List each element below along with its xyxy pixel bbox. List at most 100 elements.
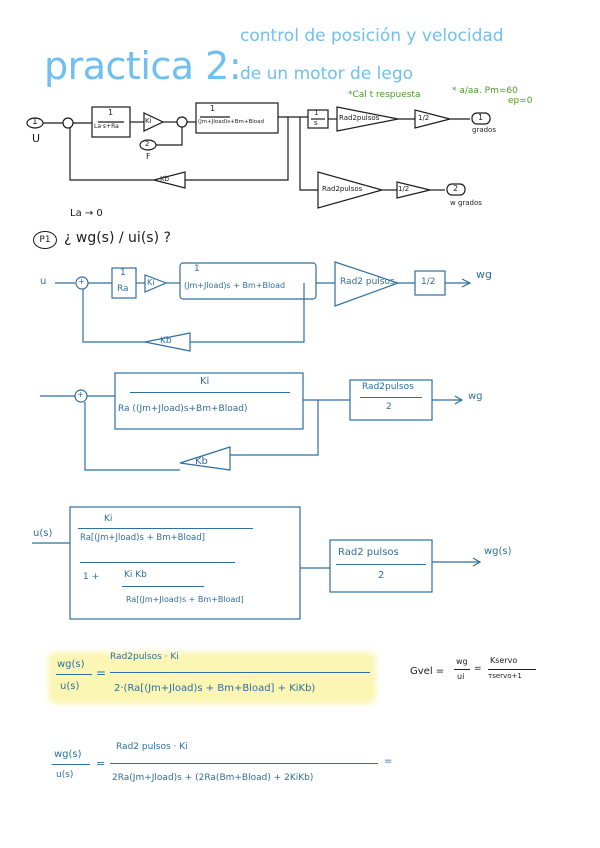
rad2pulsos-upper-label: Rad2pulsos	[339, 114, 380, 122]
d2-kb-label: Kb	[160, 336, 172, 346]
ki-gain-shape	[143, 112, 165, 132]
integrator-denominator: s	[314, 119, 318, 127]
gvel-frac1-bar	[454, 669, 470, 670]
half-gain-upper-label: 1/2	[418, 114, 430, 122]
output-label-grados: grados	[472, 126, 496, 134]
gvel-lhs: Gvel =	[410, 666, 445, 677]
eq2-lhs-bar	[52, 764, 90, 765]
d2-block-1-numerator: 1	[120, 268, 126, 278]
d4-top-denominator: Ra[(Jm+Jload)s + Bm+Bload]	[80, 533, 205, 543]
eq2-lhs-numerator: wg(s)	[54, 749, 82, 760]
input-port-1-number: 1	[32, 117, 38, 127]
d3-rad-fraction-bar	[360, 397, 422, 398]
output-port-1-number: 1	[478, 113, 484, 122]
gvel-frac2-bar	[488, 669, 536, 670]
d2-block-1-denominator: Ra	[117, 284, 129, 294]
d3-block-denominator: Ra ((Jm+Jload)s+Bm+Bload)	[118, 404, 248, 414]
d4-rad-denominator: 2	[378, 570, 385, 581]
d4-output-wgs: wg(s)	[484, 546, 512, 557]
d3-rad-denominator: 2	[386, 402, 392, 412]
gvel-frac1-numerator: wg	[456, 657, 468, 666]
output-port-2-shape	[446, 183, 466, 196]
gvel-frac2-numerator: Kservo	[490, 656, 518, 665]
half-gain-lower-label: 1/2	[398, 185, 410, 193]
sum-junction-1	[62, 117, 74, 129]
mech-block-numerator: 1	[210, 104, 216, 113]
equation-highlight	[48, 652, 376, 704]
eq1-lhs-numerator: wg(s)	[57, 659, 85, 670]
half-gain-upper-shape	[414, 109, 451, 129]
assumption-la-zero: La → 0	[70, 208, 103, 219]
electrical-block-numerator: 1	[108, 108, 114, 117]
d4-bottom-fraction-bar	[122, 586, 204, 587]
output-port-1-shape	[471, 112, 491, 125]
note-steady-error: ep=0	[508, 96, 533, 106]
d2-half-label: 1/2	[421, 277, 436, 287]
disturbance-port-number: 2	[145, 140, 150, 148]
input-label-u: U	[32, 132, 41, 145]
d3-block-numerator: Ki	[200, 376, 210, 387]
kb-gain-shape	[153, 171, 186, 189]
d2-kb-gain	[144, 332, 191, 352]
ki-gain-label: Ki	[145, 117, 152, 125]
half-gain-lower-shape	[396, 181, 431, 199]
gvel-frac1-denominator: ui	[457, 672, 465, 681]
note-response-time: *Cal t respuesta	[348, 90, 421, 100]
question-badge-p1: P1	[33, 231, 57, 249]
output-port-2-number: 2	[453, 184, 459, 193]
d3-sum-sign: +	[77, 390, 84, 399]
question-text: ¿ wg(s) / ui(s) ?	[64, 230, 171, 246]
d4-input-us: u(s)	[33, 528, 53, 539]
d3-kb-gain	[179, 446, 231, 471]
d2-block-2-numerator: 1	[194, 264, 200, 274]
d2-ki-label: Ki	[147, 278, 155, 287]
mech-block-shape	[195, 102, 279, 134]
d2-rad2pulsos-label: Rad2 pulsos	[340, 277, 395, 287]
mech-block-denominator: (Jm+Jload)s+Bm+Bload	[198, 119, 264, 125]
rad2pulsos-lower-label: Rad2pulsos	[322, 185, 363, 193]
eq1-rhs-bar	[110, 672, 370, 673]
page-title: practica 2:	[44, 44, 242, 88]
eq2-rhs-bar	[110, 763, 378, 764]
d3-block-closed	[114, 372, 304, 430]
eq2-trailing-equals: =	[384, 756, 393, 767]
eq2-lhs-denominator: u(s)	[56, 770, 74, 780]
d3-kb-label: Kb	[195, 456, 208, 467]
eq2-rhs-numerator: Rad2 pulsos · Ki	[116, 742, 188, 752]
eq1-rhs-denominator: 2·(Ra[(Jm+Jload)s + Bm+Bload] + KiKb)	[114, 683, 316, 694]
disturbance-label-f: F	[146, 152, 151, 161]
d2-rad2pulsos-gain	[334, 261, 400, 307]
subtitle-line-2: de un motor de lego	[240, 64, 414, 84]
d4-one-plus: 1 +	[83, 572, 100, 582]
eq1-equals: =	[96, 666, 107, 680]
d2-input-u: u	[40, 276, 47, 287]
gvel-equals: =	[474, 664, 482, 674]
eq1-lhs-bar	[56, 674, 92, 675]
kb-gain-label: Kb	[160, 175, 170, 183]
d2-sum-sign: +	[78, 277, 85, 286]
d2-output-wg: wg	[476, 268, 492, 281]
d4-rad-block	[329, 539, 433, 593]
d3-rad-numerator: Rad2pulsos	[362, 382, 414, 392]
d3-output-wg: wg	[468, 391, 483, 402]
d4-bottom-denominator: Ra[(Jm+Jload)s + Bm+Bload]	[126, 595, 244, 604]
eq1-lhs-denominator: u(s)	[60, 681, 80, 692]
d4-rad-fraction-bar	[336, 564, 426, 565]
output-label-w-grados: w grados	[450, 199, 482, 207]
gvel-frac2-denominator: τservo+1	[488, 672, 522, 680]
integrator-numerator: 1	[314, 109, 319, 117]
d4-top-fraction-bar	[78, 528, 253, 529]
eq2-equals: =	[96, 757, 106, 770]
d2-block-2-mech	[179, 262, 317, 300]
subtitle-line-1: control de posición y velocidad	[240, 26, 504, 46]
sum-junction-2	[176, 116, 188, 128]
d3-fraction-bar	[130, 392, 290, 393]
d2-block-2-denominator: (Jm+Jload)s + Bm+Bload	[184, 281, 286, 290]
d4-top-numerator: Ki	[104, 514, 113, 524]
d2-ki-gain	[144, 274, 168, 293]
rad2pulsos-upper-shape	[336, 106, 399, 132]
d4-rad-numerator: Rad2 pulsos	[338, 547, 399, 558]
d4-main-fraction-bar	[80, 562, 235, 563]
note-phase-margin: * a/aa. Pm=60	[452, 86, 518, 96]
